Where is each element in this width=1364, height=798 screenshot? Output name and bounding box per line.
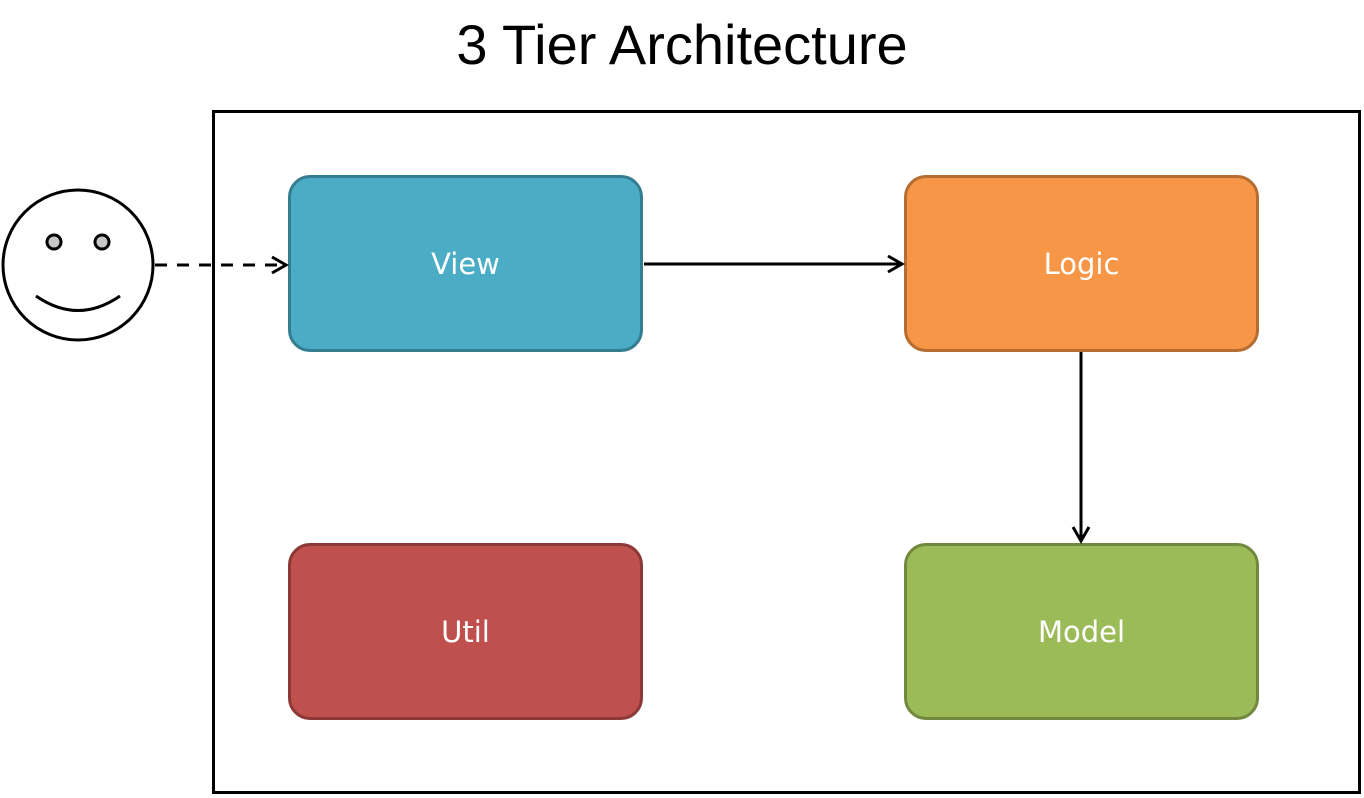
view-tier-label: View [431,246,500,281]
logic-tier-label: Logic [1043,246,1120,281]
model-tier-label: Model [1037,614,1126,649]
system-boundary [212,110,1361,794]
util-box[interactable]: Util [288,543,643,720]
diagram-title: 3 Tier Architecture [456,13,908,76]
view-tier-box[interactable]: View [288,175,643,352]
logic-tier-box[interactable]: Logic [904,175,1259,352]
smiley-face-icon [1,188,155,342]
model-tier-box[interactable]: Model [904,543,1259,720]
util-label: Util [441,614,490,649]
